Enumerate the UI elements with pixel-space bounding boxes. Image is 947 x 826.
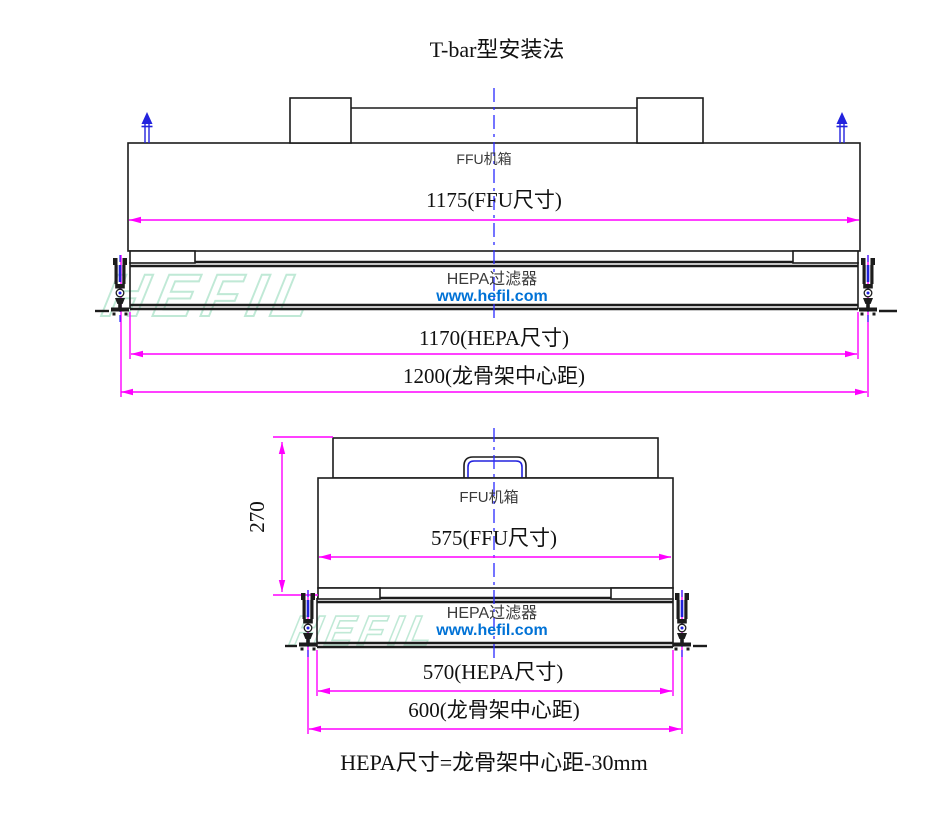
hanger-bolt-icon <box>140 111 154 144</box>
top-grid-dim-label: 1200(龙骨架中心距) <box>403 364 585 388</box>
top-flange-right <box>792 250 859 264</box>
bottom-dim-height <box>278 442 286 592</box>
top-dim-hepa <box>131 350 857 358</box>
top-ffu-box-right <box>636 97 704 144</box>
bottom-hepa-body <box>317 603 673 643</box>
top-ffu-box-left <box>289 97 352 144</box>
top-dim-grid <box>121 388 867 396</box>
bottom-ffu-cabinet <box>317 477 674 589</box>
top-flange-left <box>129 250 196 264</box>
bottom-hepa-label: HEPA过滤器 <box>447 604 537 622</box>
top-view: HEFIL <box>95 88 897 397</box>
bottom-ffu-label: FFU机箱 <box>459 489 518 506</box>
bottom-height-dim-label: 270 <box>245 501 269 533</box>
bottom-dim-ffu <box>319 553 671 561</box>
top-hepa-dim-label: 1170(HEPA尺寸) <box>419 326 569 350</box>
bottom-view: HEFIL <box>245 428 707 734</box>
bottom-dim-hepa <box>318 687 672 695</box>
bottom-ffu-top-box <box>332 437 659 479</box>
watermark-logo: HEFIL <box>97 262 325 329</box>
bottom-flange-right <box>610 587 674 600</box>
handle-icon <box>463 456 527 478</box>
bottom-hepa-dim-label: 570(HEPA尺寸) <box>423 660 563 684</box>
bottom-grid-dim-label: 600(龙骨架中心距) <box>408 698 580 722</box>
bottom-website-link[interactable]: www.hefil.com <box>435 622 547 639</box>
page-title: T-bar型安装法 <box>430 37 565 62</box>
top-ffu-dim-label: 1175(FFU尺寸) <box>426 188 562 212</box>
bottom-flange-left <box>317 587 381 600</box>
footer-note: HEPA尺寸=龙骨架中心距-30mm <box>340 750 647 775</box>
top-dim-ffu <box>129 216 859 224</box>
top-ffu-label: FFU机箱 <box>456 151 511 167</box>
bottom-ffu-dim-label: 575(FFU尺寸) <box>431 526 557 550</box>
hanger-bolt-icon <box>835 111 849 144</box>
top-website-link[interactable]: www.hefil.com <box>435 288 547 305</box>
top-hepa-label: HEPA过滤器 <box>447 270 537 288</box>
bottom-dim-grid <box>309 725 681 733</box>
